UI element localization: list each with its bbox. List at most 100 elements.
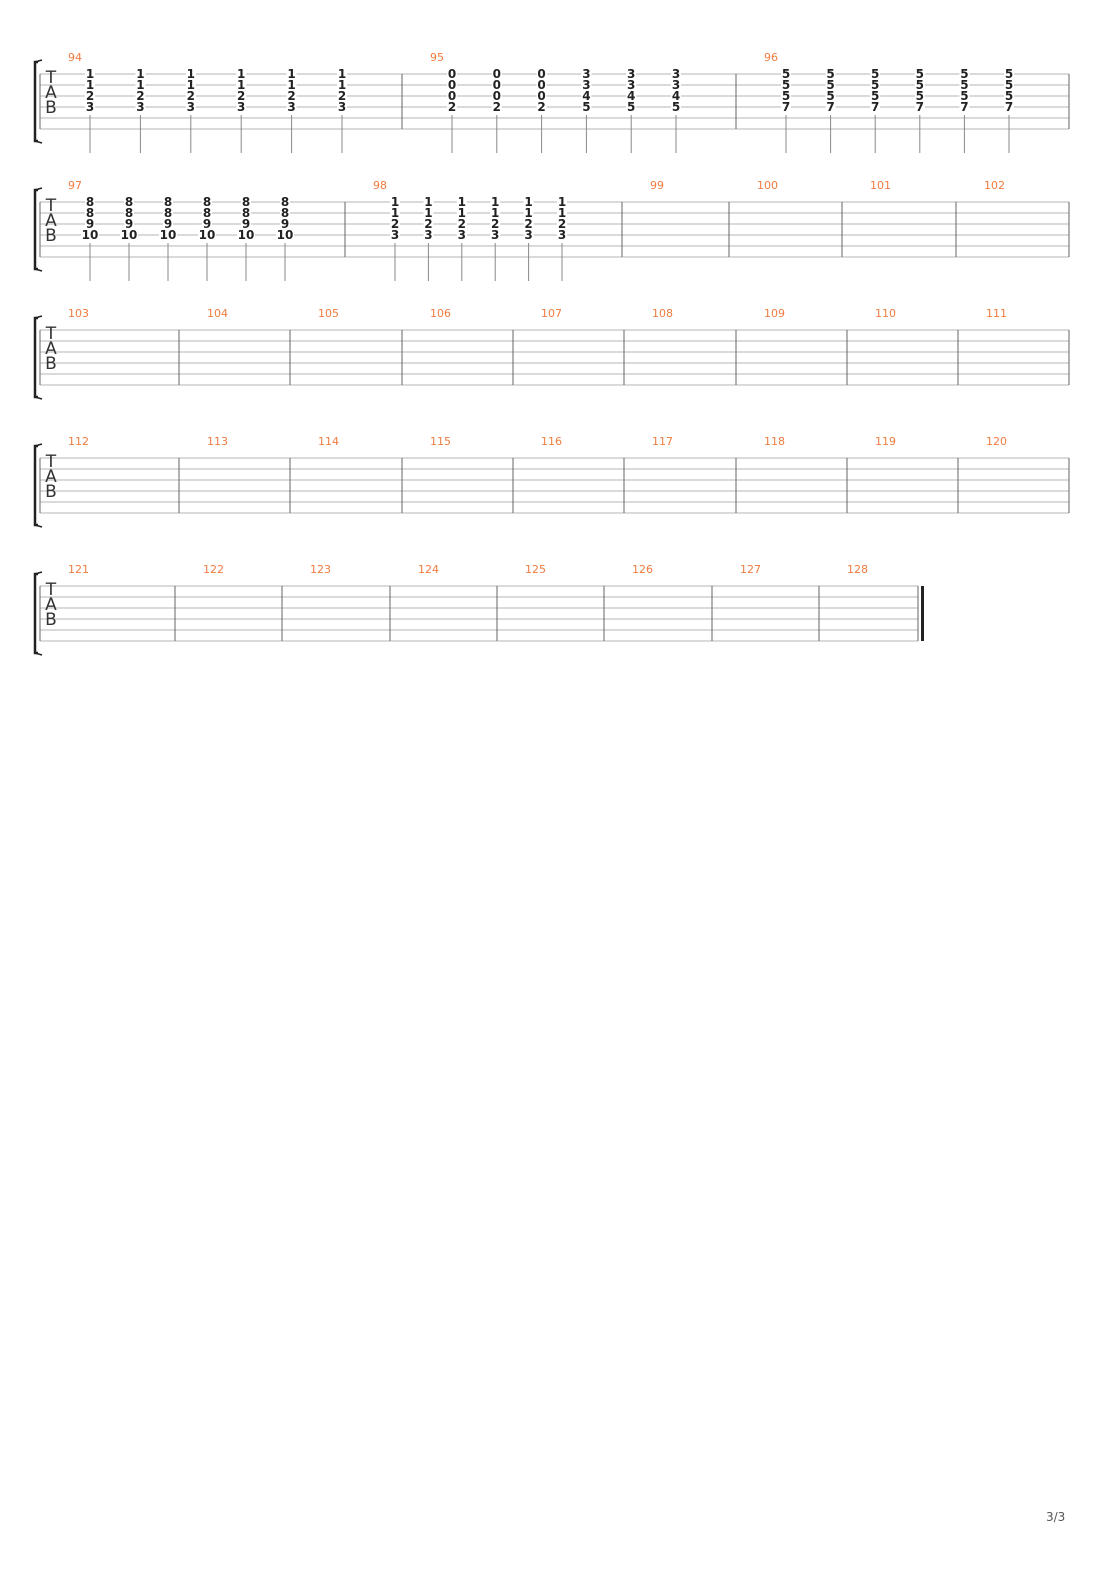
fret-backdrop	[120, 230, 138, 240]
fret-number: 5	[826, 89, 834, 103]
fret-backdrop	[781, 80, 791, 90]
fret-number: 2	[424, 217, 432, 231]
fret-number: 1	[458, 206, 466, 220]
fret-number: 1	[458, 195, 466, 209]
fret-backdrop	[914, 80, 925, 90]
measure-number: 117	[652, 435, 673, 448]
fret-number: 5	[916, 89, 924, 103]
fret-backdrop	[185, 102, 196, 112]
tab-clef-letter: A	[45, 595, 57, 615]
fret-number: 7	[1005, 100, 1013, 114]
fret-backdrop	[536, 91, 547, 101]
fret-backdrop	[825, 91, 836, 101]
fret-backdrop	[626, 69, 637, 79]
tab-clef-letter: B	[45, 354, 57, 374]
fret-backdrop	[163, 208, 173, 218]
fret-number: 1	[338, 67, 346, 81]
fret-number: 4	[582, 89, 590, 103]
tablature-score: TAB9411231123112311231123112395000200020…	[33, 51, 1070, 656]
fret-number: 3	[672, 67, 680, 81]
fret-backdrop	[626, 102, 637, 112]
fret-backdrop	[423, 208, 434, 218]
system-bracket	[33, 316, 38, 399]
fret-number: 1	[491, 195, 499, 209]
fret-backdrop	[236, 69, 247, 79]
system-bracket	[33, 60, 38, 143]
fret-backdrop	[870, 69, 881, 79]
page-number: 3/3	[1046, 1510, 1066, 1524]
fret-number: 5	[782, 89, 790, 103]
fret-backdrop	[124, 208, 134, 218]
fret-number: 3	[136, 100, 144, 114]
fret-backdrop	[337, 80, 347, 90]
fret-number: 2	[448, 100, 456, 114]
fret-number: 0	[537, 78, 545, 92]
fret-backdrop	[337, 91, 347, 101]
measure-number: 121	[68, 563, 89, 576]
system-bracket-hook	[34, 315, 43, 319]
fret-backdrop	[163, 197, 173, 207]
fret-number: 1	[558, 195, 566, 209]
fret-number: 5	[1005, 78, 1013, 92]
measure-number: 99	[650, 179, 664, 192]
fret-backdrop	[85, 69, 95, 79]
tab-clef-letter: T	[45, 580, 57, 600]
fret-number: 2	[458, 217, 466, 231]
fret-number: 8	[164, 195, 172, 209]
fret-backdrop	[85, 208, 95, 218]
fret-backdrop	[781, 102, 791, 112]
fret-backdrop	[135, 80, 146, 90]
measure-number: 101	[870, 179, 891, 192]
fret-backdrop	[523, 219, 534, 229]
fret-number: 7	[916, 100, 924, 114]
measure-number: 127	[740, 563, 761, 576]
fret-backdrop	[523, 197, 534, 207]
fret-backdrop	[447, 91, 457, 101]
tab-clef-letter: T	[45, 452, 57, 472]
fret-backdrop	[581, 91, 592, 101]
fret-backdrop	[241, 208, 251, 218]
measure-number: 112	[68, 435, 89, 448]
fret-backdrop	[241, 219, 251, 229]
fret-number: 8	[242, 195, 250, 209]
tab-clef-letter: T	[45, 324, 57, 344]
measure-number: 106	[430, 307, 451, 320]
measure-number: 113	[207, 435, 228, 448]
fret-backdrop	[536, 80, 547, 90]
fret-backdrop	[185, 69, 196, 79]
fret-backdrop	[124, 219, 134, 229]
fret-backdrop	[671, 80, 681, 90]
fret-backdrop	[870, 91, 881, 101]
fret-backdrop	[456, 197, 467, 207]
fret-number: 5	[871, 89, 879, 103]
measure-number: 94	[68, 51, 82, 64]
fret-backdrop	[423, 197, 434, 207]
fret-number: 0	[493, 67, 501, 81]
fret-backdrop	[1004, 80, 1014, 90]
fret-backdrop	[85, 80, 95, 90]
fret-backdrop	[276, 230, 294, 240]
measure-number: 109	[764, 307, 785, 320]
fret-backdrop	[671, 91, 681, 101]
fret-number: 5	[826, 67, 834, 81]
fret-backdrop	[536, 69, 547, 79]
tab-clef-letter: B	[45, 610, 57, 630]
fret-number: 2	[237, 89, 245, 103]
fret-backdrop	[671, 102, 681, 112]
fret-backdrop	[280, 208, 290, 218]
fret-number: 10	[121, 228, 138, 242]
fret-backdrop	[491, 102, 502, 112]
fret-backdrop	[1004, 91, 1014, 101]
fret-backdrop	[337, 102, 347, 112]
fret-number: 9	[242, 217, 250, 231]
fret-backdrop	[490, 197, 501, 207]
fret-backdrop	[423, 230, 434, 240]
measure-number: 104	[207, 307, 228, 320]
fret-number: 3	[582, 67, 590, 81]
measure-number: 118	[764, 435, 785, 448]
fret-backdrop	[85, 102, 95, 112]
fret-number: 3	[524, 228, 532, 242]
tab-clef-letter: T	[45, 68, 57, 88]
fret-backdrop	[456, 230, 467, 240]
fret-number: 3	[237, 100, 245, 114]
